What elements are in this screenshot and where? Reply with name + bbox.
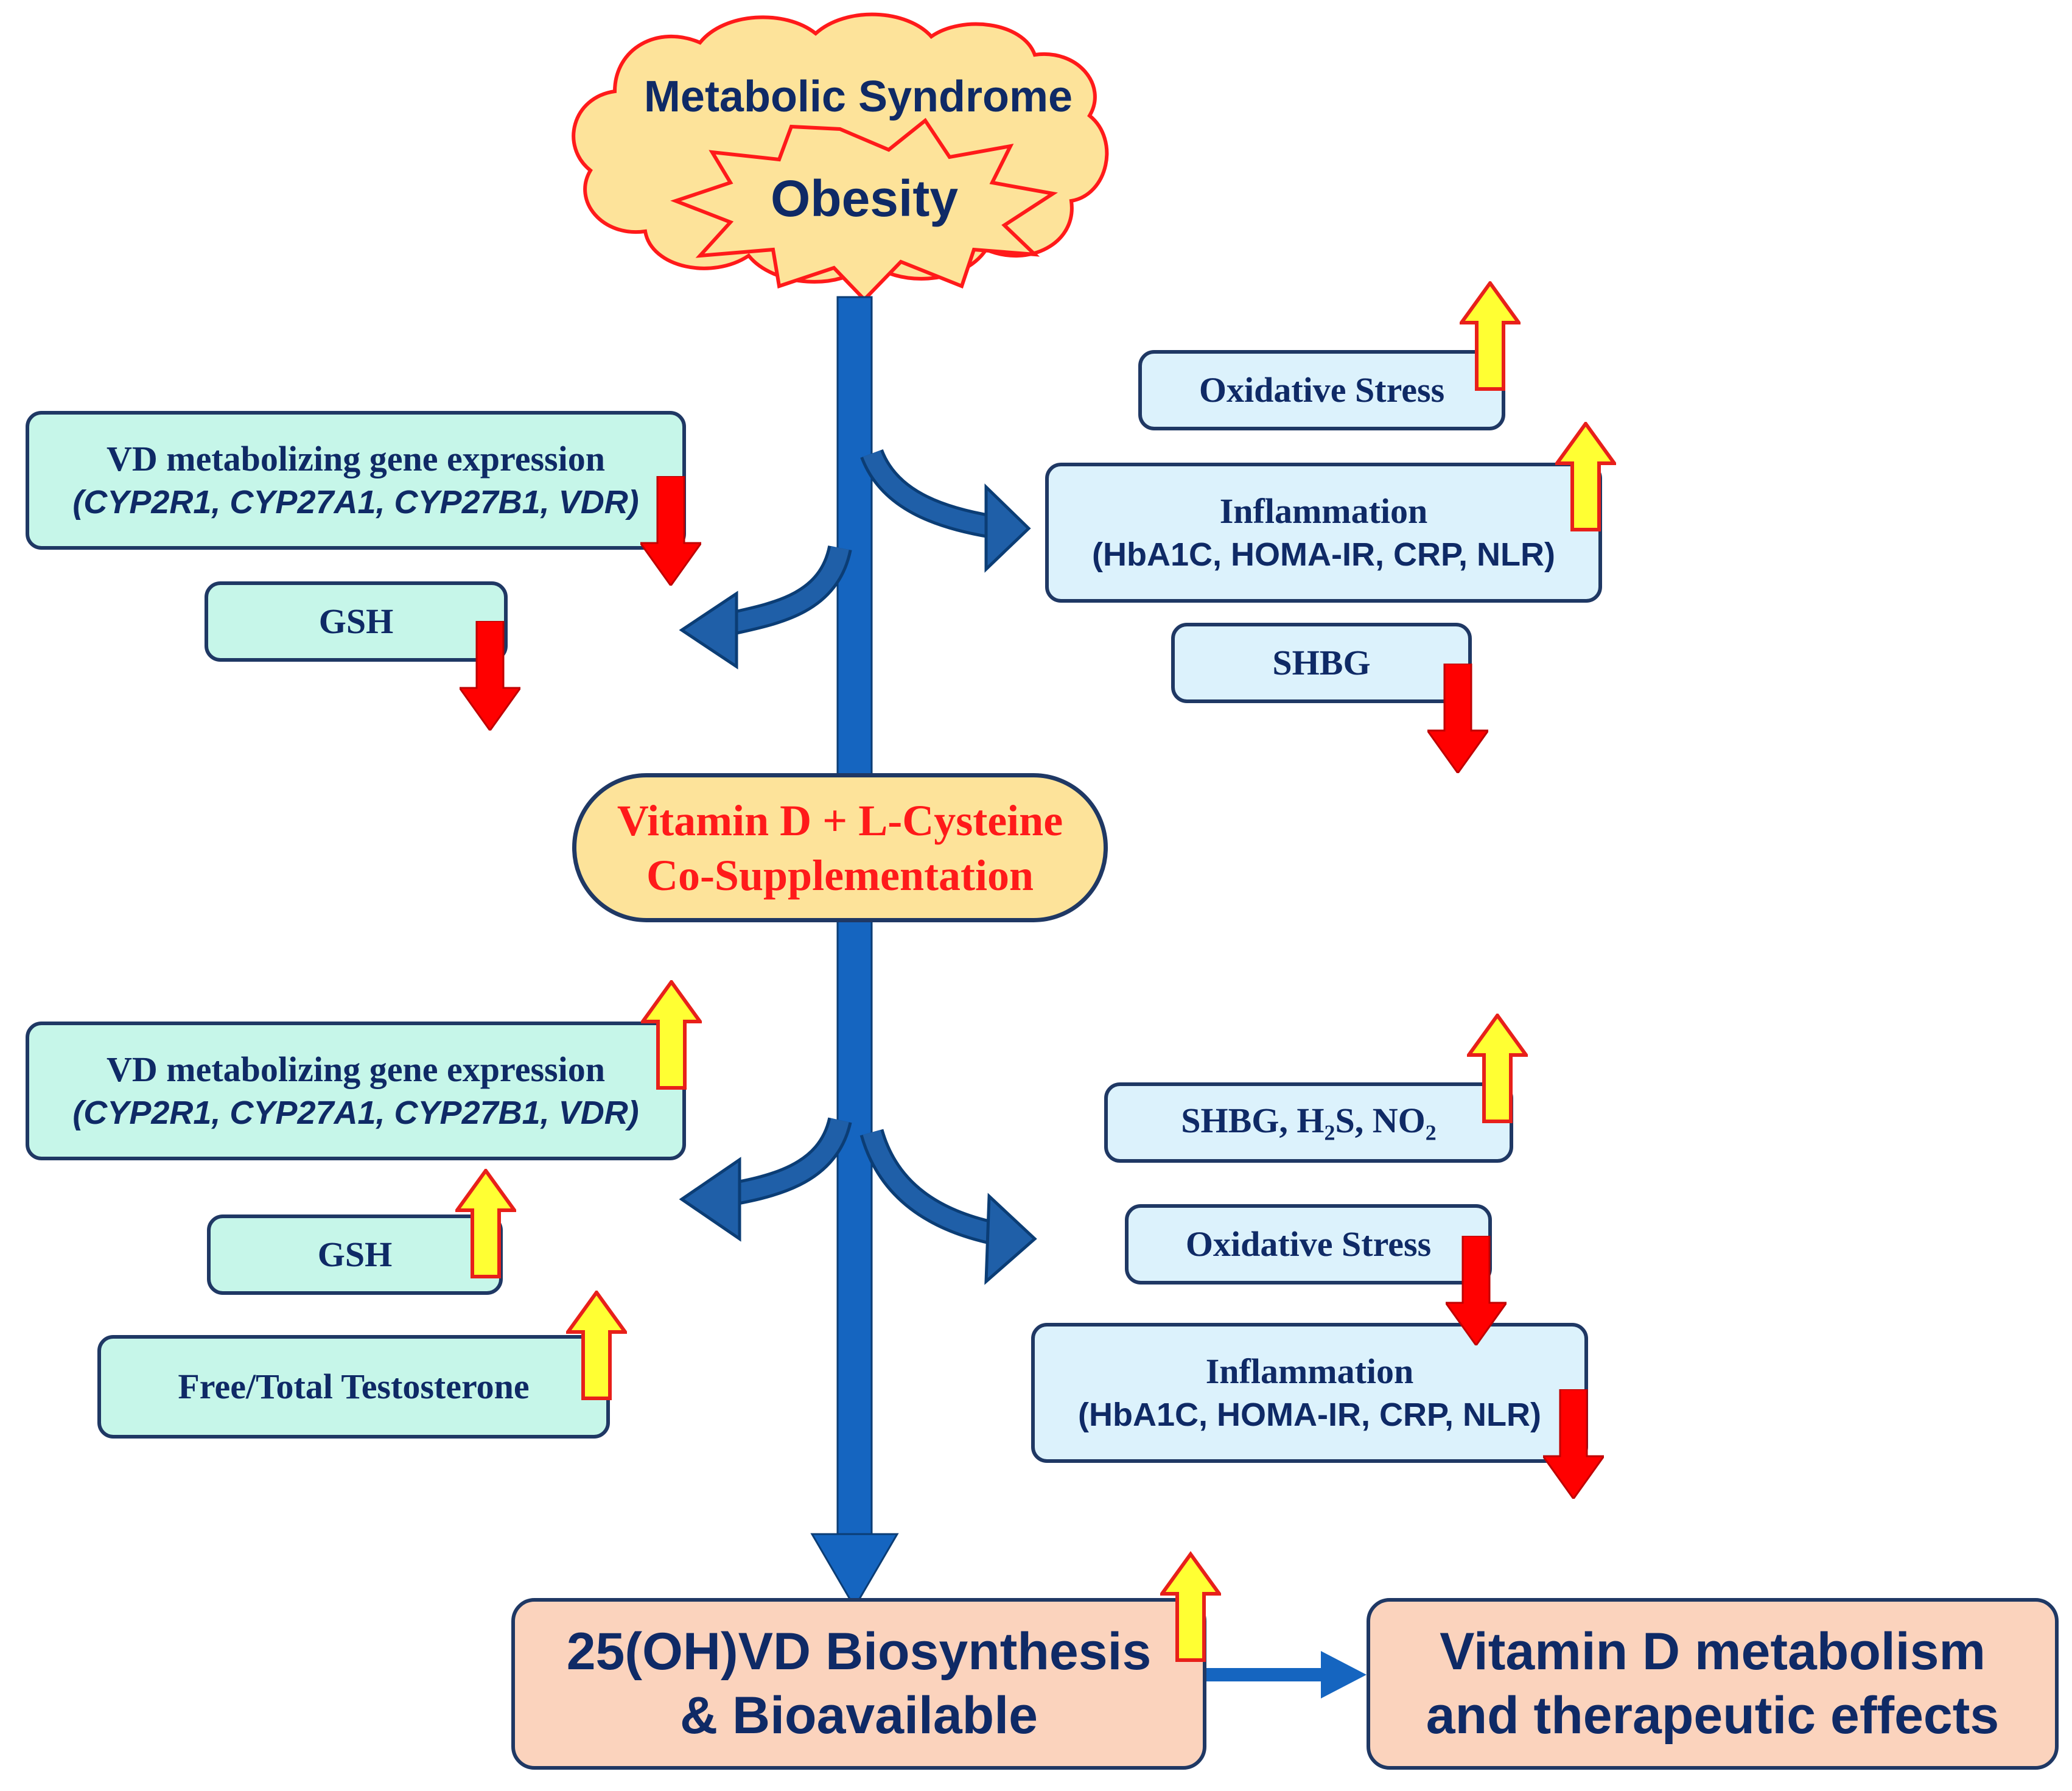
burst-label: Obesity xyxy=(770,170,959,227)
before-shbg-label: SHBG xyxy=(1272,642,1371,682)
before-gsh-label: GSH xyxy=(318,601,394,641)
after-gsh-box: GSH xyxy=(207,1214,503,1295)
after-shbg-up-arrow-icon xyxy=(1469,1015,1526,1121)
intervention-line2: Co-Supplementation xyxy=(646,850,1034,900)
before-shbg-down-arrow-icon xyxy=(1427,664,1488,773)
before-inflammation-up-arrow-icon xyxy=(1557,424,1614,530)
after-shbg-sub1: 2 xyxy=(1324,1120,1335,1145)
after-shbg-label: SHBG, H2S, NO2 xyxy=(1181,1099,1437,1147)
biosynthesis-line2: & Bioavailable xyxy=(680,1686,1038,1745)
after-oxidative-down-arrow-icon xyxy=(1446,1236,1507,1345)
after-oxidative-label: Oxidative Stress xyxy=(1185,1224,1432,1264)
after-testosterone-label: Free/Total Testosterone xyxy=(178,1366,530,1406)
before-oxidative-up-arrow-icon xyxy=(1461,283,1519,389)
biosynthesis-up-arrow-icon xyxy=(1162,1554,1219,1660)
therapeutic-effects-box: Vitamin D metabolism and therapeutic eff… xyxy=(1367,1598,2059,1770)
after-testosterone-up-arrow-icon xyxy=(568,1292,625,1398)
branch-arrow-bottom-left xyxy=(679,1116,852,1242)
before-inflammation-title: Inflammation xyxy=(1219,491,1428,531)
before-gene-title: VD metabolizing gene expression xyxy=(107,438,605,478)
after-gene-list: (CYP2R1, CYP27A1, CYP27B1, VDR) xyxy=(72,1095,639,1132)
branch-arrow-top-left xyxy=(679,545,852,670)
after-inflammation-markers: (HbA1C, HOMA-IR, CRP, NLR) xyxy=(1078,1397,1541,1434)
before-shbg-box: SHBG xyxy=(1171,623,1472,703)
before-oxidative-box: Oxidative Stress xyxy=(1138,350,1505,430)
after-shbg-sub2: 2 xyxy=(1425,1120,1437,1145)
outcome-arrow xyxy=(1206,1651,1367,1698)
before-inflammation-markers: (HbA1C, HOMA-IR, CRP, NLR) xyxy=(1092,536,1555,573)
cloud-label: Metabolic Syndrome xyxy=(643,72,1073,121)
biosynthesis-box: 25(OH)VD Biosynthesis & Bioavailable xyxy=(511,1598,1206,1770)
before-gene-list: (CYP2R1, CYP27A1, CYP27B1, VDR) xyxy=(72,484,639,521)
after-inflammation-box: Inflammation (HbA1C, HOMA-IR, CRP, NLR) xyxy=(1031,1323,1588,1463)
branch-arrow-bottom-right xyxy=(859,1129,1037,1285)
before-inflammation-box: Inflammation (HbA1C, HOMA-IR, CRP, NLR) xyxy=(1045,463,1602,603)
after-gene-expression-box: VD metabolizing gene expression (CYP2R1,… xyxy=(26,1022,686,1160)
after-gene-title: VD metabolizing gene expression xyxy=(107,1049,605,1089)
burst-shape xyxy=(670,117,1058,303)
after-shbg-part1: SHBG, H xyxy=(1181,1100,1325,1140)
after-gsh-label: GSH xyxy=(317,1234,393,1274)
main-vertical-arrow xyxy=(810,296,899,1609)
after-inflammation-down-arrow-icon xyxy=(1543,1389,1604,1499)
effects-line2: and therapeutic effects xyxy=(1426,1686,2000,1745)
before-gsh-down-arrow-icon xyxy=(460,621,520,731)
after-oxidative-box: Oxidative Stress xyxy=(1125,1204,1492,1285)
before-gene-expression-box: VD metabolizing gene expression (CYP2R1,… xyxy=(26,411,686,550)
after-gene-up-arrow-icon xyxy=(643,982,700,1088)
intervention-pill: Vitamin D + L-Cysteine Co-Supplementatio… xyxy=(572,773,1108,922)
before-gene-down-arrow-icon xyxy=(640,476,701,586)
branch-arrow-top-right xyxy=(860,449,1031,573)
after-testosterone-box: Free/Total Testosterone xyxy=(97,1335,610,1439)
after-gsh-up-arrow-icon xyxy=(457,1171,514,1277)
after-inflammation-title: Inflammation xyxy=(1205,1351,1414,1391)
intervention-line1: Vitamin D + L-Cysteine xyxy=(617,796,1063,845)
after-shbg-h2s-no2-box: SHBG, H2S, NO2 xyxy=(1104,1082,1513,1163)
effects-line1: Vitamin D metabolism xyxy=(1440,1622,1986,1681)
biosynthesis-line1: 25(OH)VD Biosynthesis xyxy=(566,1622,1152,1681)
after-shbg-part2: S, NO xyxy=(1335,1100,1426,1140)
before-gsh-box: GSH xyxy=(205,581,508,662)
before-oxidative-label: Oxidative Stress xyxy=(1199,370,1445,410)
